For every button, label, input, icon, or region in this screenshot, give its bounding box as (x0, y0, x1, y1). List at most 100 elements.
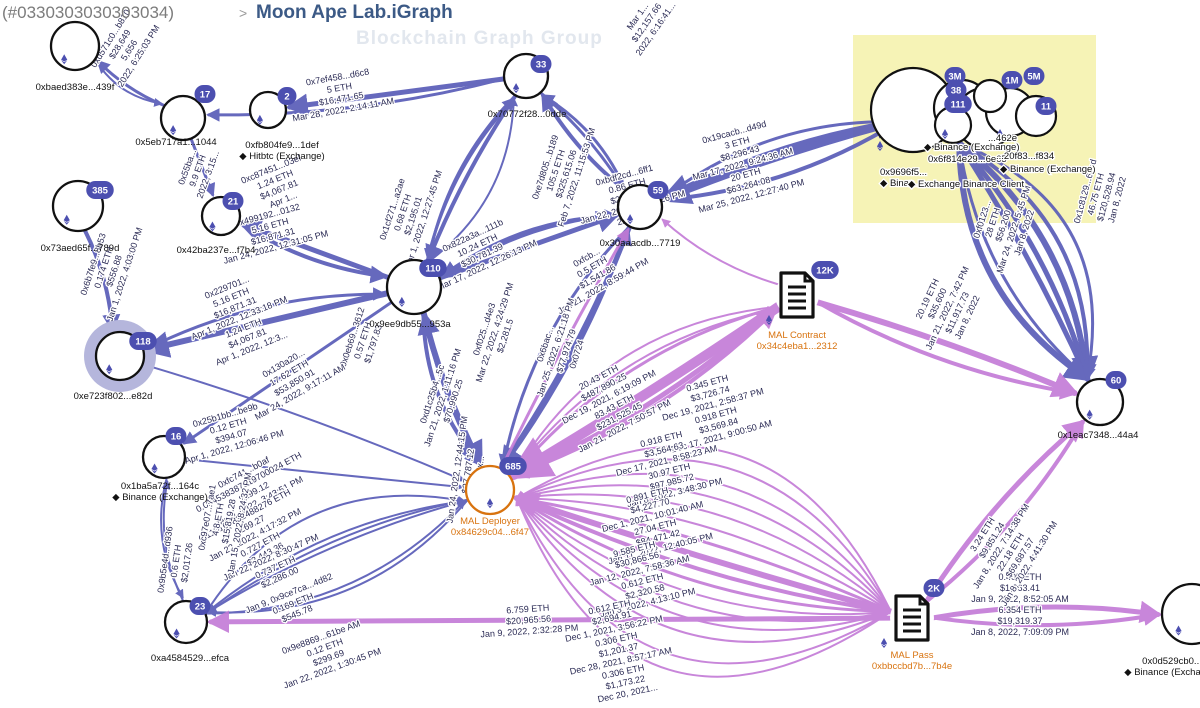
edge-edges-pink-19[interactable] (206, 610, 893, 634)
edge-edges-blue-0[interactable] (285, 76, 507, 116)
edge-edges-blue-48[interactable] (540, 94, 628, 192)
edge-edges-blue-33[interactable] (541, 92, 628, 193)
edge-edges-pink-0[interactable] (505, 301, 784, 480)
edge-edges-pink-24[interactable] (814, 299, 1080, 398)
edge-edges-pink-28[interactable] (661, 218, 779, 286)
edge-edges-blue-26[interactable] (160, 476, 184, 599)
edge-edges-blue-45[interactable] (957, 141, 1090, 381)
node-sublabel: ◆ Hitbtc (Exchange) (239, 151, 324, 162)
node-count-badge: 33 (530, 55, 552, 73)
node-count-badge: 2K (923, 579, 945, 597)
node-circle (159, 94, 207, 142)
edge-edges-blue-42[interactable] (957, 141, 1097, 382)
edge-edges-pink-15[interactable] (515, 473, 892, 613)
edge-edges-blue-23[interactable] (183, 458, 464, 491)
edge-edges-blue-47[interactable] (957, 141, 1096, 381)
edge-edges-pink-23[interactable] (924, 419, 1085, 604)
edge-edges-blue-31[interactable] (204, 499, 466, 615)
page-title[interactable]: Moon Ape Lab.iGraph (256, 2, 453, 23)
edge-edges-pink-25[interactable] (815, 300, 1079, 400)
edge-edges-blue-35[interactable] (425, 97, 519, 265)
edge-edges-pink-8[interactable] (514, 496, 893, 614)
edge-edges-blue-21[interactable] (498, 224, 632, 468)
edge-edges-blue-4[interactable] (436, 211, 620, 281)
edge-edges-pink-17[interactable] (515, 458, 892, 613)
edge-edges-blue-1[interactable] (206, 77, 506, 122)
badge-text: 110 (425, 264, 440, 275)
edge-edges-pink-26[interactable] (509, 305, 777, 479)
edge-edges-pink-16[interactable] (515, 496, 892, 643)
edge-edges-pink-20[interactable] (931, 600, 1163, 624)
edge-edges-blue-30[interactable] (207, 498, 469, 614)
edge-edges-blue-13[interactable] (93, 58, 164, 107)
edge-edges-blue-44[interactable] (958, 143, 1092, 384)
node-label: 0x1ba5a72f...164c (121, 481, 199, 492)
edge-edges-blue-29[interactable] (204, 494, 467, 615)
edge-edges-pink-29[interactable] (515, 496, 892, 678)
badge-text: 2K (928, 584, 940, 595)
edge-edges-blue-27[interactable] (204, 497, 467, 615)
edge-label: 0x19cacb...d49d3 ETH$8,296.43Mar 17, 202… (680, 113, 805, 215)
node-0d5[interactable]: 0x0d529cb0...◆ Binance (Exchange) (1124, 582, 1200, 678)
edge-edges-pink-10[interactable] (515, 496, 892, 616)
edge-edges-blue-8[interactable] (236, 220, 389, 284)
edge-edges-blue-32[interactable] (204, 498, 467, 615)
edge-edges-blue-41[interactable] (956, 140, 1099, 384)
badge-text: 23 (195, 602, 206, 613)
edge-edges-blue-14[interactable] (189, 137, 216, 198)
edge-edges-blue-22[interactable] (182, 300, 394, 445)
edge-edges-pink-2[interactable] (510, 304, 781, 479)
edge-edges-pink-22[interactable] (923, 419, 1086, 604)
edge-edges-blue-38[interactable] (658, 119, 902, 203)
edge-label-line: 0.405 ETH (998, 572, 1041, 582)
edge-edges-pink-5[interactable] (511, 492, 894, 615)
edge-edges-blue-46[interactable] (956, 140, 1092, 382)
node-label: 0x5eb717a1...1044 (135, 137, 216, 148)
edge-edges-blue-10[interactable] (141, 287, 387, 353)
node-bae[interactable]: 0xbaed383e...439f (36, 20, 115, 93)
edge-edges-pink-4[interactable] (512, 305, 780, 477)
edge-edges-pink-30[interactable] (515, 445, 892, 613)
edge-edges-pink-9[interactable] (514, 493, 892, 613)
node-label: 0x0d529cb0... (1142, 656, 1200, 667)
edge-edges-pink-13[interactable] (515, 484, 892, 613)
edge-edges-blue-39[interactable] (659, 114, 901, 202)
edge-edges-blue-24[interactable] (141, 363, 466, 482)
edge-edges-blue-34[interactable] (424, 93, 518, 263)
edge-edges-pink-6[interactable] (513, 496, 893, 614)
edge-edges-blue-37[interactable] (658, 117, 906, 205)
edge-edges-blue-6[interactable] (437, 209, 619, 280)
edge-edges-blue-9[interactable] (142, 290, 391, 358)
edge-edges-pink-18[interactable] (515, 496, 892, 665)
edge-edges-pink-7[interactable] (514, 493, 893, 614)
edge-edges-pink-3[interactable] (511, 305, 780, 478)
edge-edges-pink-21[interactable] (931, 608, 1162, 628)
ethereum-icon (880, 638, 888, 648)
edge-edges-blue-2[interactable] (425, 93, 518, 263)
cluster-node-circle[interactable] (972, 78, 1008, 114)
edge-edges-blue-18[interactable] (421, 310, 483, 467)
edge-edges-blue-43[interactable] (956, 140, 1090, 383)
graph-id-link[interactable]: (#0330303030303034) (2, 3, 175, 22)
node-count-badge: 16 (165, 427, 187, 445)
edge-edges-blue-11[interactable] (82, 228, 121, 333)
edge-edges-pink-27[interactable] (499, 227, 630, 471)
edge-edges-pink-11[interactable] (515, 492, 892, 613)
